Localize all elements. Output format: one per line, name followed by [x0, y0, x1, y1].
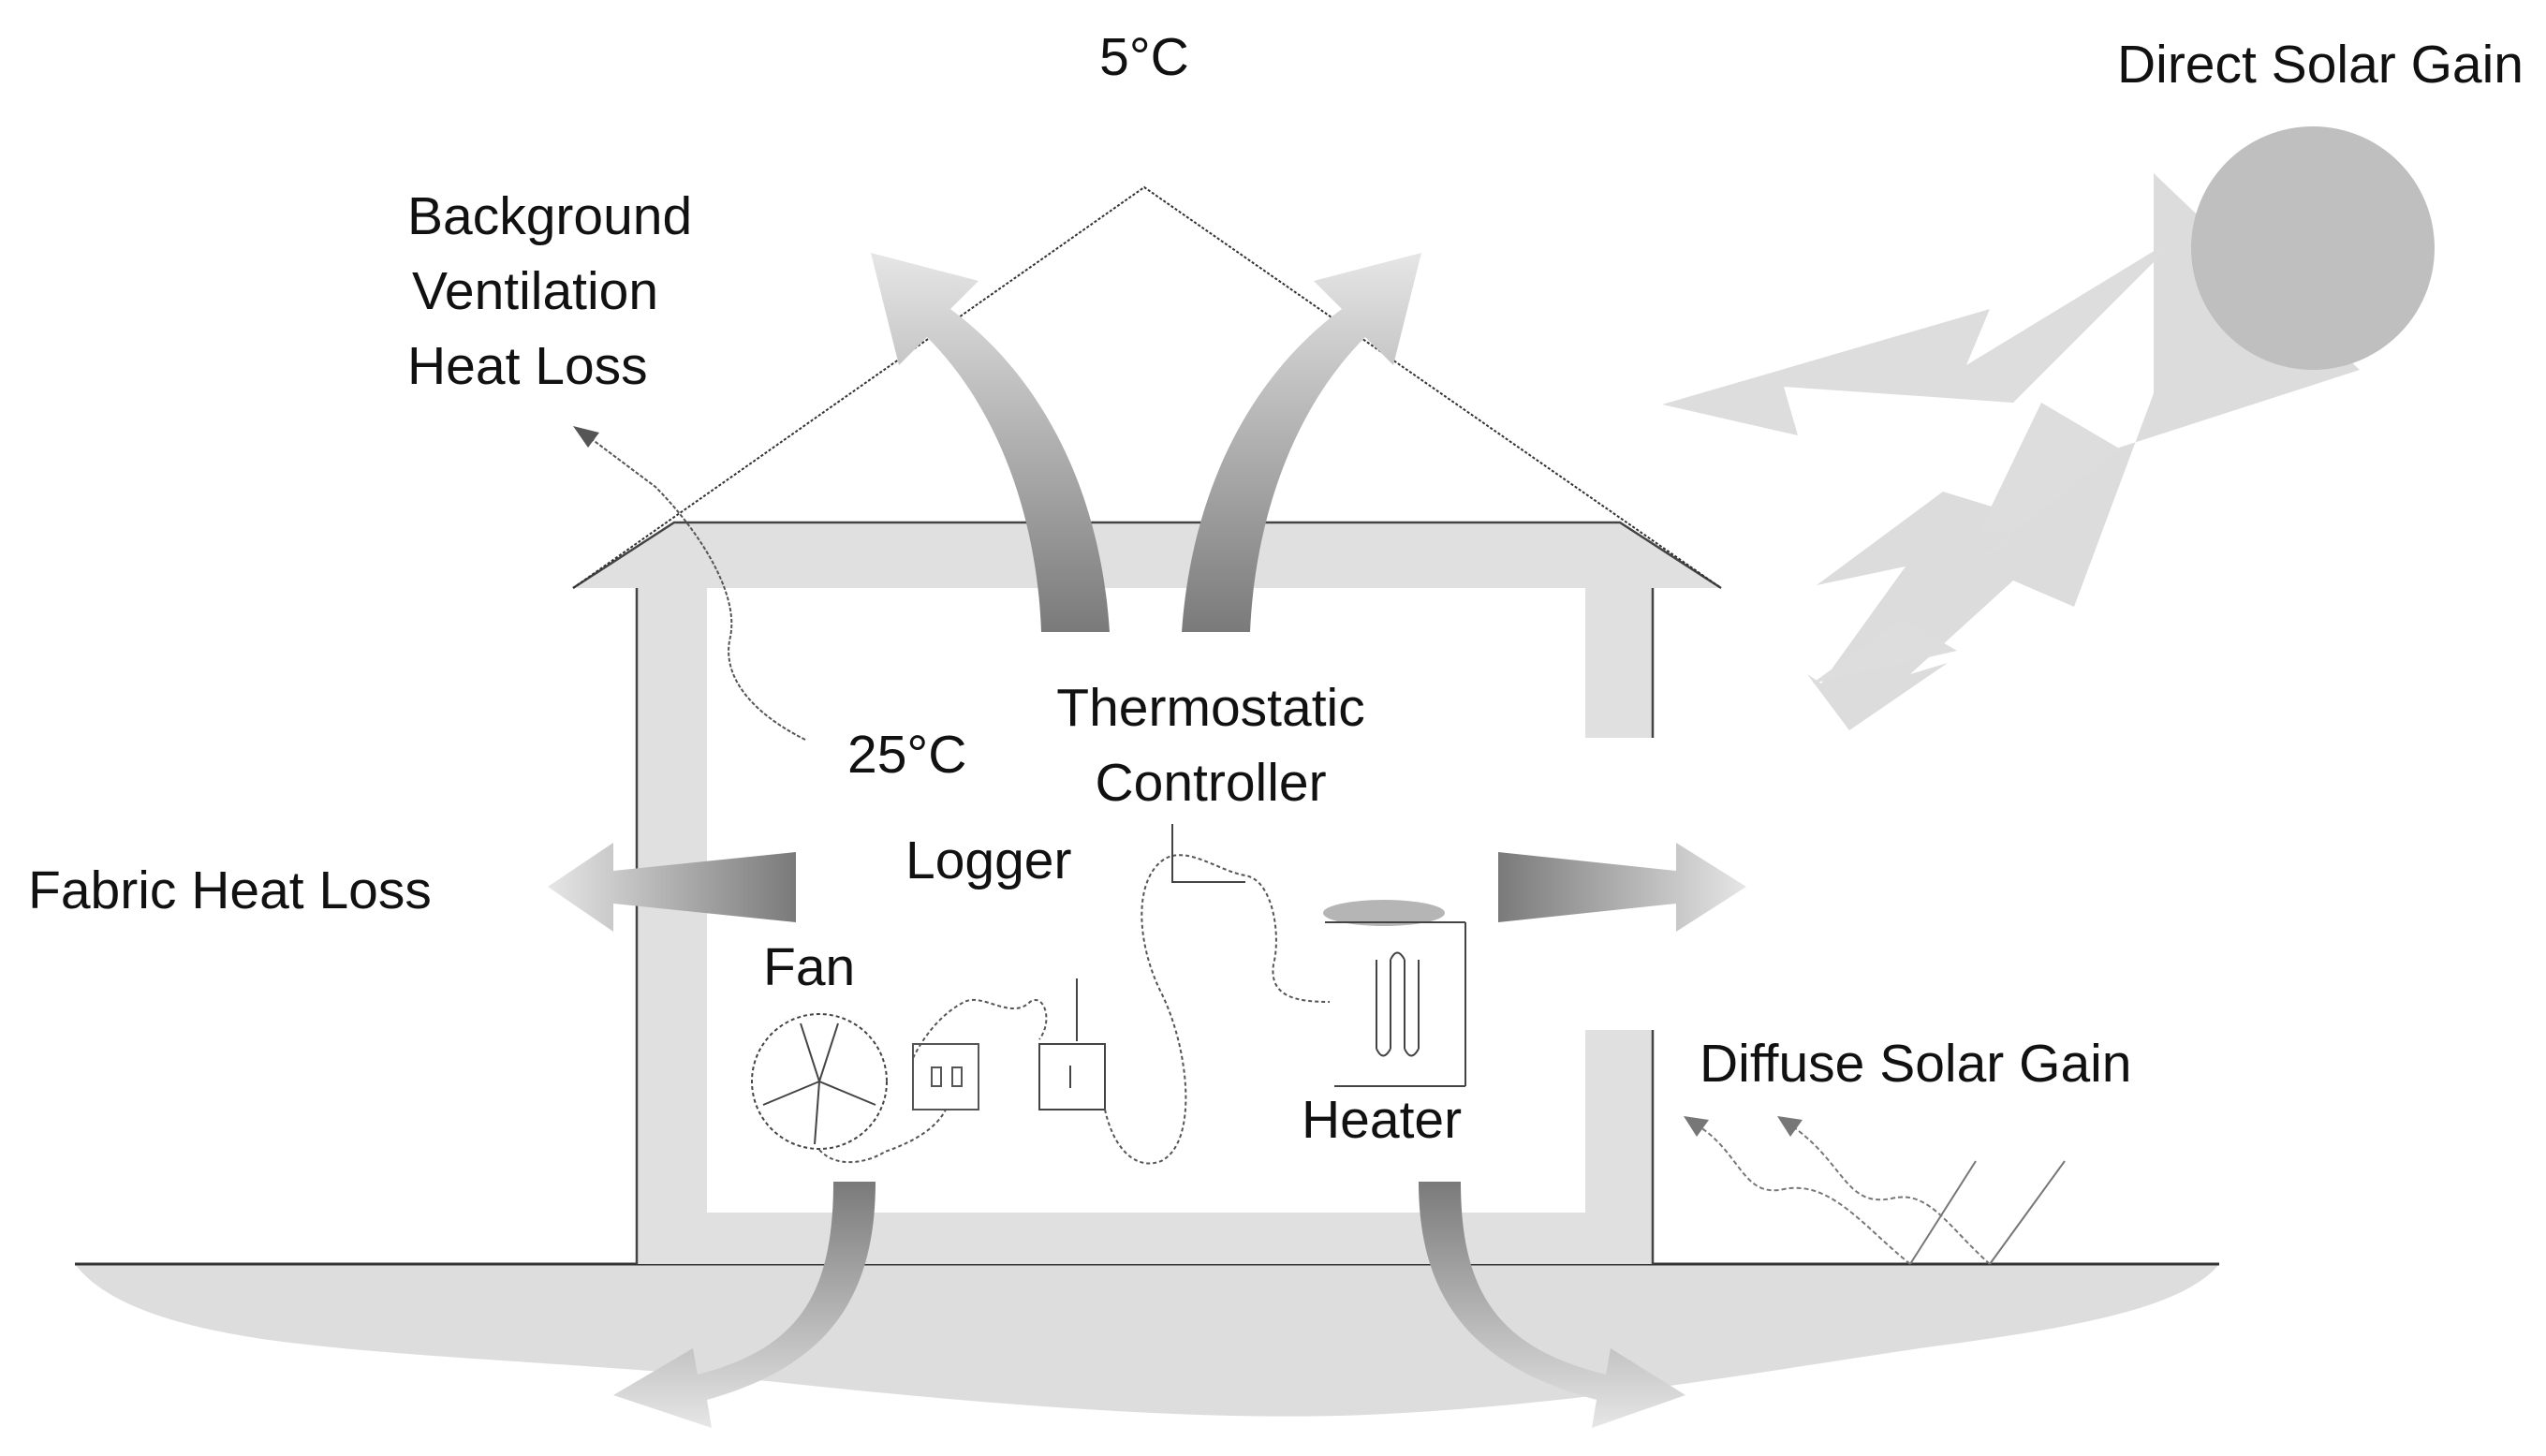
diffuse-solar-gain-label: Diffuse Solar Gain — [1700, 1034, 2132, 1094]
ground-arrow-left — [613, 1182, 876, 1428]
roof — [572, 185, 1722, 589]
ventilation-leader-head — [573, 426, 599, 448]
diffuse-arrowhead-1 — [1684, 1116, 1709, 1137]
sun-disk — [2191, 126, 2435, 370]
direct-solar-gain-label: Direct Solar Gain — [2117, 35, 2524, 95]
solar-gain-graphic — [1662, 126, 2435, 730]
eaves — [573, 522, 1721, 588]
logger-label: Logger — [905, 831, 1072, 890]
thermostatic-label-line1: Thermostatic — [1056, 678, 1364, 738]
controller-leader — [1171, 824, 1245, 883]
fabric-arrow-left — [548, 843, 796, 932]
ventilation-leader — [580, 430, 806, 741]
vent-arrow-left — [871, 253, 1110, 632]
ground — [75, 1264, 2219, 1417]
fan-label: Fan — [763, 937, 855, 997]
outdoor-temp-label: 5°C — [1099, 27, 1189, 87]
indoor-temp-label: 25°C — [847, 725, 966, 785]
diffuse-solar-rays — [1694, 1123, 2066, 1265]
solar-arrow-lower — [1812, 403, 2121, 684]
heater-icon — [1323, 900, 1466, 1087]
heater-label: Heater — [1302, 1090, 1462, 1150]
house-outline — [572, 521, 1722, 1264]
wall-right-upper — [1585, 588, 1653, 738]
ventilation-label-line2: Ventilation — [412, 261, 658, 321]
diffuse-arrowhead-2 — [1777, 1116, 1803, 1137]
wall-right-lower — [1585, 1030, 1653, 1264]
thermostatic-label-line2: Controller — [1095, 753, 1326, 813]
ventilation-label-line3: Heat Loss — [407, 336, 648, 396]
fan-icon — [751, 1013, 888, 1150]
ground-arrow-right — [1419, 1182, 1685, 1428]
solar-arrow-upper — [1662, 234, 2182, 435]
sensor-icon — [912, 1043, 979, 1110]
wall-left — [637, 588, 707, 1264]
logger-icon — [1038, 978, 1106, 1110]
fabric-heat-loss-label: Fabric Heat Loss — [28, 860, 432, 920]
fabric-arrow-right — [1498, 843, 1746, 932]
vent-arrow-right — [1182, 253, 1421, 632]
ventilation-label-line1: Background — [407, 186, 692, 246]
wiring — [818, 854, 1331, 1165]
